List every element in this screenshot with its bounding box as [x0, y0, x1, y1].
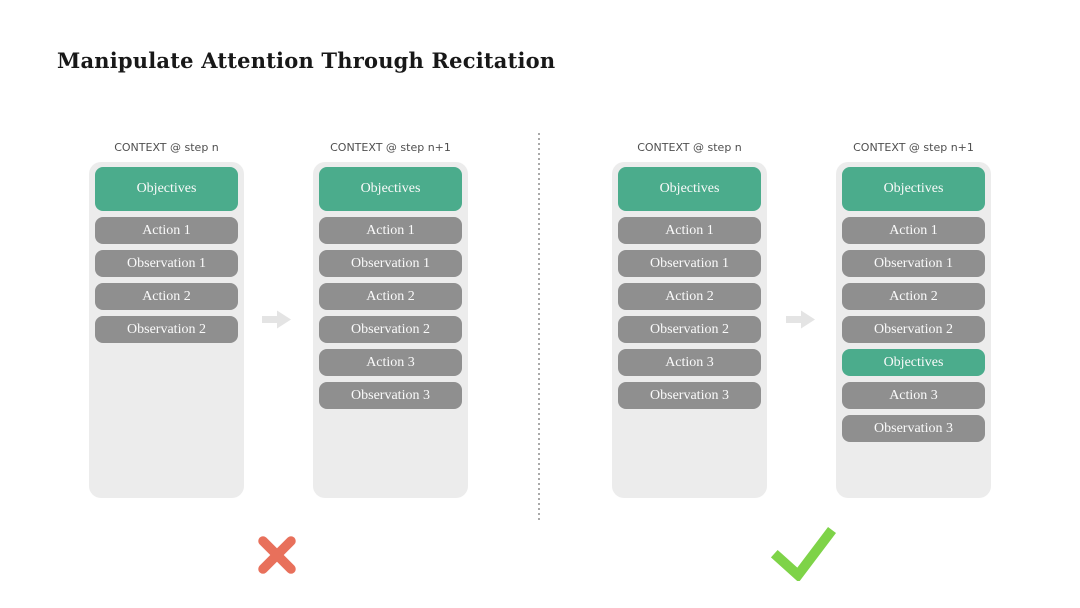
observation-box: Observation 3 — [842, 415, 985, 442]
slide-title: Manipulate Attention Through Recitation — [57, 48, 556, 73]
observation-box: Observation 2 — [95, 316, 238, 343]
action-box: Action 2 — [95, 283, 238, 310]
action-box: Action 3 — [319, 349, 462, 376]
objectives-box: Objectives — [319, 167, 462, 211]
observation-box: Observation 3 — [618, 382, 761, 409]
column-header: CONTEXT @ step n+1 — [853, 141, 974, 154]
action-box: Action 3 — [618, 349, 761, 376]
action-box: Action 3 — [842, 382, 985, 409]
observation-box: Observation 3 — [319, 382, 462, 409]
observation-box: Observation 2 — [618, 316, 761, 343]
check-icon — [770, 527, 836, 581]
column-header: CONTEXT @ step n — [637, 141, 742, 154]
action-box: Action 2 — [842, 283, 985, 310]
right-arrow-icon — [262, 310, 291, 329]
action-box: Action 2 — [319, 283, 462, 310]
right-arrow-icon — [786, 310, 815, 329]
observation-box: Observation 1 — [319, 250, 462, 277]
objectives-box: Objectives — [842, 349, 985, 376]
observation-box: Observation 2 — [319, 316, 462, 343]
objectives-box: Objectives — [95, 167, 238, 211]
cross-icon — [258, 536, 296, 574]
objectives-box: Objectives — [842, 167, 985, 211]
observation-box: Observation 1 — [618, 250, 761, 277]
action-box: Action 1 — [95, 217, 238, 244]
column-header: CONTEXT @ step n+1 — [330, 141, 451, 154]
observation-box: Observation 1 — [95, 250, 238, 277]
observation-box: Observation 2 — [842, 316, 985, 343]
dotted-divider — [538, 133, 540, 521]
observation-box: Observation 1 — [842, 250, 985, 277]
action-box: Action 1 — [618, 217, 761, 244]
column-header: CONTEXT @ step n — [114, 141, 219, 154]
action-box: Action 2 — [618, 283, 761, 310]
objectives-box: Objectives — [618, 167, 761, 211]
action-box: Action 1 — [319, 217, 462, 244]
action-box: Action 1 — [842, 217, 985, 244]
